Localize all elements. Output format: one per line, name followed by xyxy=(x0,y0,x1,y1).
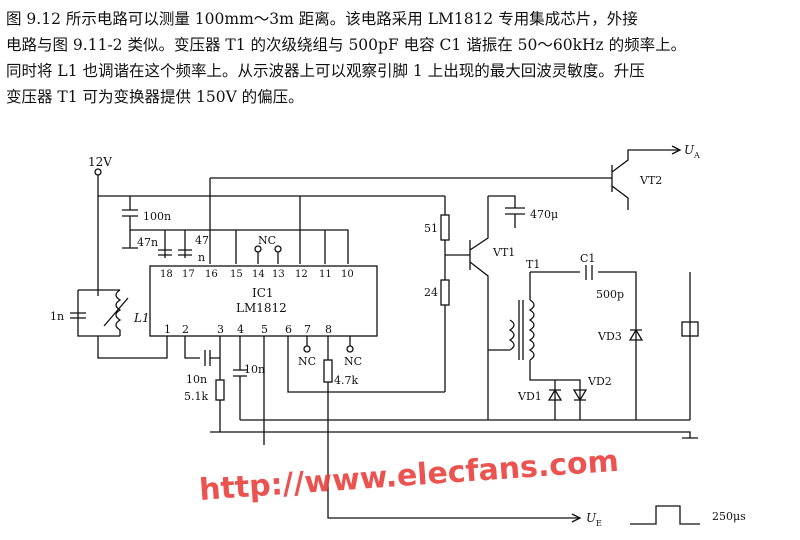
pin-label: 11 xyxy=(319,269,332,280)
r24-label: 24 xyxy=(424,286,438,299)
arrow-icon xyxy=(571,513,582,523)
t1-label: T1 xyxy=(526,258,540,271)
ic-ref: IC1 xyxy=(252,286,274,300)
r4k7-label: 4.7k xyxy=(334,374,358,387)
transducer-icon xyxy=(681,321,699,337)
pin-label: 16 xyxy=(205,269,218,280)
pulse-waveform-icon xyxy=(630,505,700,525)
ic-part: LM1812 xyxy=(236,301,287,315)
resistor-51-icon xyxy=(440,214,450,241)
ic-top-pins: 18 17 16 15 14 13 12 11 10 xyxy=(160,269,354,280)
l1-label: L1 xyxy=(133,311,150,325)
pin-label: 4 xyxy=(237,323,244,336)
ua-sub: A xyxy=(693,151,700,160)
resistor-5k1-icon xyxy=(215,379,225,401)
c1n-label: 1n xyxy=(50,310,64,323)
ground-lines xyxy=(210,419,698,439)
vt1-label: VT1 xyxy=(492,246,515,259)
nc-label: NC xyxy=(344,355,362,368)
paragraph-line: 变压器 T1 可为变换器提供 150V 的偏压。 xyxy=(6,88,304,106)
supply-rails xyxy=(97,175,600,296)
pin-label: 15 xyxy=(230,269,243,280)
vd3-label: VD3 xyxy=(597,330,622,343)
nc-terminal xyxy=(346,345,354,353)
pin-label: 8 xyxy=(325,323,332,336)
vt2-transistor-icon xyxy=(600,149,680,210)
pin-label: 12 xyxy=(295,269,308,280)
inductor-l1-icon xyxy=(103,289,129,336)
tank-wiring xyxy=(70,289,168,359)
vd2-label: VD2 xyxy=(587,375,612,388)
c1-label: C1 xyxy=(580,252,595,265)
r5k1-label: 5.1k xyxy=(184,390,208,403)
arrow-icon xyxy=(671,145,682,155)
pin-label: 3 xyxy=(217,323,224,336)
resistor-4k7-icon xyxy=(323,359,333,383)
diodes-vd1-vd2-icon xyxy=(547,388,588,402)
nc-label: NC xyxy=(258,234,276,247)
pin-label: 5 xyxy=(261,323,268,336)
ue-label: U xyxy=(586,511,597,525)
pin-label: 14 xyxy=(252,269,265,280)
pin-label: 13 xyxy=(272,269,285,280)
c47n-label: 47n xyxy=(137,236,158,249)
ua-label: U xyxy=(684,143,695,157)
c470-label: 470μ xyxy=(530,208,558,221)
c500p-label: 500p xyxy=(596,288,624,301)
nc-wires xyxy=(257,252,279,264)
cap-47n-icon xyxy=(158,249,192,256)
nc-label: NC xyxy=(298,355,316,368)
ue-sub: E xyxy=(596,519,602,528)
vd1-label: VD1 xyxy=(517,390,542,403)
pin-label: 18 xyxy=(160,269,173,280)
nc-terminal xyxy=(303,345,311,353)
vt1-wiring xyxy=(444,195,525,392)
pin-label: 2 xyxy=(182,323,189,336)
resistor-24-icon xyxy=(440,279,450,306)
supply-terminal xyxy=(94,168,102,176)
pin-label: 17 xyxy=(182,269,195,280)
pin-label: 7 xyxy=(304,323,311,336)
vt2-label: VT2 xyxy=(639,174,662,187)
c100n-label: 100n xyxy=(143,210,171,223)
description-paragraph: 图 9.12 所示电路可以测量 100mm～3m 距离。该电路采用 LM1812… xyxy=(6,6,796,110)
supply-label: 12V xyxy=(88,155,112,169)
pin-label: 10 xyxy=(341,269,354,280)
pin-label: 6 xyxy=(285,323,292,336)
diode-vd3-icon xyxy=(628,328,644,341)
c47n-label-b2: n xyxy=(198,251,205,264)
pin-label: 1 xyxy=(164,323,171,336)
pulse-label: 250μs xyxy=(712,510,746,523)
paragraph-line: 同时将 L1 也调谐在这个频率上。从示波器上可以观察引脚 1 上出现的最大回波灵… xyxy=(6,62,645,80)
decoupling-wiring xyxy=(122,196,349,264)
r51-label: 51 xyxy=(424,222,438,235)
bottom-wiring xyxy=(184,336,580,519)
paragraph-line: 图 9.12 所示电路可以测量 100mm～3m 距离。该电路采用 LM1812… xyxy=(6,10,638,28)
c47n-label-b: 47 xyxy=(195,234,209,247)
c10n-label: 10n xyxy=(186,373,207,386)
watermark: http://www.elecfans.com xyxy=(198,444,620,508)
c10n-label-b: 10n xyxy=(244,363,265,376)
paragraph-line: 电路与图 9.11-2 类似。变压器 T1 的次级绕组与 500pF 电容 C1… xyxy=(6,36,687,54)
ic-bottom-pins: 1 2 3 4 5 6 7 8 xyxy=(164,323,332,336)
